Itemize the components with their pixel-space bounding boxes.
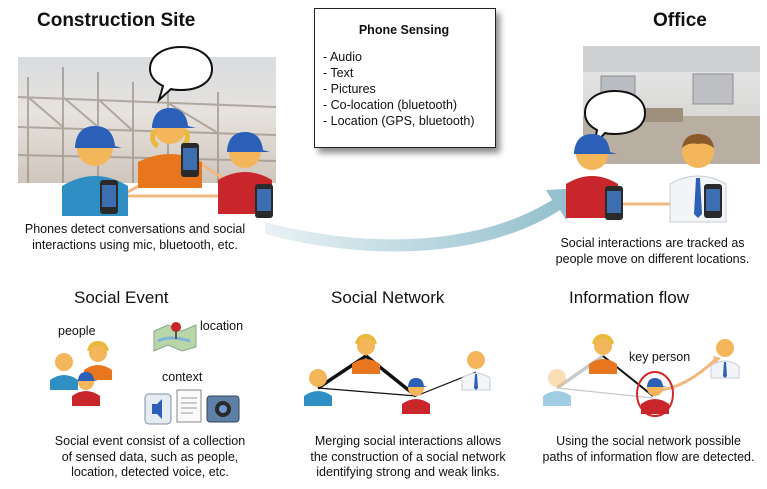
phone-icon bbox=[704, 184, 722, 218]
caption-line: interactions using mic, bluetooth, etc. bbox=[32, 237, 238, 252]
node-blue-person-faded-icon bbox=[543, 369, 571, 406]
sensing-item: Location (GPS, bluetooth) bbox=[323, 113, 485, 129]
people-label: people bbox=[58, 324, 96, 338]
node-red-person-icon bbox=[402, 378, 430, 414]
map-location-icon bbox=[153, 322, 197, 352]
flow-link-highlight bbox=[658, 358, 717, 392]
phone-sensing-title: Phone Sensing bbox=[358, 23, 450, 37]
construction-workers-group bbox=[62, 108, 273, 218]
social-network-caption: Merging social interactions allows the c… bbox=[288, 434, 528, 481]
social-network-graph bbox=[304, 333, 491, 414]
construction-caption: Phones detect conversations and social i… bbox=[2, 222, 268, 253]
office-workers-group bbox=[566, 134, 727, 223]
caption-line: Merging social interactions allows bbox=[314, 434, 502, 448]
location-label: location bbox=[200, 319, 244, 333]
node-red-person-key-icon bbox=[641, 378, 669, 414]
people-cluster-icon bbox=[50, 340, 112, 406]
node-blue-person-icon bbox=[304, 369, 332, 406]
caption-line: identifying strong and weak links. bbox=[316, 465, 500, 479]
audio-icon bbox=[144, 393, 172, 425]
context-icons-group bbox=[144, 389, 240, 425]
caption-line: Social interactions are tracked as bbox=[560, 236, 745, 250]
person-icon bbox=[72, 372, 100, 406]
sensing-item: Co-location (bluetooth) bbox=[323, 97, 485, 113]
weak-link bbox=[317, 387, 417, 397]
caption-line: Social event consist of a collection bbox=[54, 434, 246, 448]
sensing-item: Text bbox=[323, 65, 485, 81]
node-office-person-icon bbox=[710, 339, 740, 379]
node-office-person-icon bbox=[461, 351, 491, 391]
sensing-item: Pictures bbox=[323, 81, 485, 97]
flow-arrowhead-icon bbox=[713, 356, 721, 364]
flow-link-faded bbox=[556, 387, 654, 399]
camera-icon bbox=[206, 395, 240, 423]
caption-line: Using the social network possible bbox=[556, 434, 741, 448]
office-caption: Social interactions are tracked as peopl… bbox=[540, 236, 765, 267]
context-label: context bbox=[162, 370, 203, 384]
node-orange-person-icon bbox=[352, 333, 380, 374]
caption-line: people move on different locations. bbox=[555, 251, 750, 266]
node-orange-person-icon bbox=[589, 333, 617, 374]
phone-icon bbox=[181, 143, 199, 177]
phone-icon bbox=[255, 184, 273, 218]
caption-line: location, detected voice, etc. bbox=[71, 465, 229, 479]
phone-sensing-list: Audio Text Pictures Co-location (bluetoo… bbox=[323, 49, 485, 129]
social-network-title: Social Network bbox=[331, 288, 445, 307]
key-person-ring bbox=[636, 371, 674, 417]
speech-bubble-icon bbox=[148, 45, 214, 104]
caption-line: of sensed data, such as people, bbox=[61, 449, 239, 464]
sensing-item: Audio bbox=[323, 49, 485, 65]
key-person-label: key person bbox=[629, 350, 691, 364]
construction-site-title: Construction Site bbox=[37, 10, 196, 31]
office-title: Office bbox=[653, 10, 707, 31]
caption-line: paths of information flow are detected. bbox=[542, 449, 755, 464]
speech-bubble-icon bbox=[583, 89, 647, 148]
phone-icon bbox=[100, 180, 118, 214]
person-icon bbox=[50, 353, 78, 390]
social-event-caption: Social event consist of a collection of … bbox=[30, 434, 270, 481]
social-event-title: Social Event bbox=[74, 288, 169, 307]
worker-blue-icon bbox=[62, 126, 128, 216]
information-flow-graph bbox=[543, 333, 740, 417]
phone-sensing-box: Phone Sensing Audio Text Pictures Co-loc… bbox=[314, 8, 496, 148]
phone-icon bbox=[605, 186, 623, 220]
document-icon bbox=[176, 389, 202, 423]
movement-arrow-icon bbox=[265, 188, 582, 252]
caption-line: Phones detect conversations and social bbox=[24, 222, 246, 236]
information-flow-caption: Using the social network possible paths … bbox=[530, 434, 767, 465]
information-flow-title: Information flow bbox=[569, 288, 689, 307]
caption-line: the construction of a social network bbox=[310, 449, 506, 464]
